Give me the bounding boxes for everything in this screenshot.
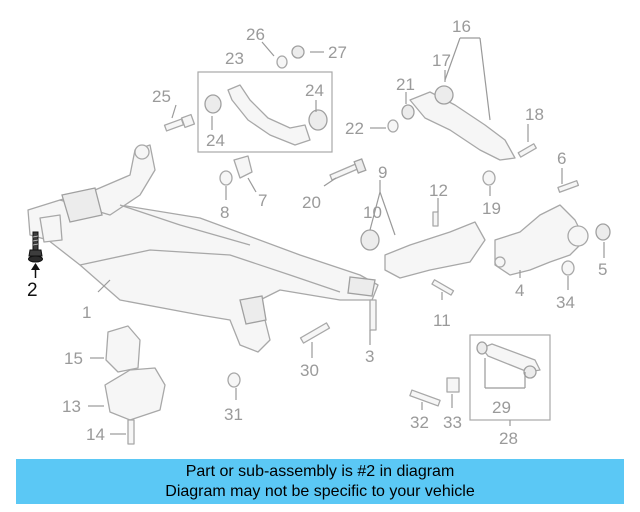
arrowhead-2	[31, 263, 40, 270]
callout-31: 31	[224, 405, 243, 424]
callout-8: 8	[220, 203, 229, 222]
info-banner: Part or sub-assembly is #2 in diagram Di…	[16, 459, 624, 504]
callout-21: 21	[396, 75, 415, 94]
group-box-23	[197, 71, 333, 153]
callout-24-left: 24	[206, 131, 225, 150]
knuckle-part-4	[494, 204, 589, 276]
callout-10: 10	[363, 203, 382, 222]
nut-part-8	[219, 170, 233, 186]
lower-arm-part-9	[360, 221, 486, 279]
bushing-part-27	[291, 45, 305, 59]
banner-line-disclaimer: Diagram may not be specific to your vehi…	[165, 482, 475, 500]
callout-11: 11	[433, 311, 451, 330]
washer-part-26	[276, 55, 288, 69]
callout-25: 25	[152, 87, 171, 106]
nut-part-31	[227, 372, 241, 388]
bolt-part-3	[369, 299, 377, 331]
banner-line-part-number: Part or sub-assembly is #2 in diagram	[185, 462, 455, 480]
callout-18: 18	[525, 105, 544, 124]
callout-3: 3	[365, 347, 374, 366]
callout-12: 12	[429, 181, 448, 200]
callout-5: 5	[598, 260, 607, 279]
callout-22: 22	[345, 119, 364, 138]
trailing-arm-part-16	[387, 85, 516, 161]
callout-33: 33	[443, 413, 462, 432]
exploded-parts-diagram: 1 2 3 4 5 6 7 8 9 10 11 12 13 14 15 16 1…	[27, 17, 611, 448]
leader-lines	[88, 37, 605, 435]
callout-30: 30	[300, 361, 319, 380]
callout-7: 7	[258, 191, 267, 210]
callout-13: 13	[62, 397, 81, 416]
bolt-part-20	[329, 158, 367, 181]
bolt-part-14	[127, 419, 135, 445]
callout-34: 34	[556, 293, 575, 312]
callout-9: 9	[378, 163, 387, 182]
bolt-part-2[interactable]	[28, 231, 43, 263]
callout-14: 14	[86, 425, 105, 444]
callout-15: 15	[64, 349, 83, 368]
subframe-part	[27, 144, 379, 353]
callout-26: 26	[246, 25, 265, 44]
bolt-part-6	[557, 180, 580, 193]
bolt-part-30	[299, 322, 331, 344]
callout-23: 23	[225, 49, 244, 68]
plate-part-33	[446, 377, 460, 393]
callout-16: 16	[452, 17, 471, 36]
callout-4: 4	[515, 281, 524, 300]
bolt-part-12	[432, 211, 439, 227]
callout-20: 20	[302, 193, 321, 212]
bushing-part-5	[595, 223, 611, 241]
mount-part-15	[105, 325, 141, 373]
callout-6: 6	[557, 149, 566, 168]
upper-arm-part	[204, 84, 328, 146]
callout-24-right: 24	[305, 81, 324, 100]
link-part-29	[476, 341, 541, 379]
bolt-part-32	[409, 389, 441, 407]
nut-part-19	[482, 170, 496, 186]
bolt-part-11	[431, 279, 455, 296]
callout-32: 32	[410, 413, 429, 432]
bolt-part-18	[517, 143, 537, 158]
callout-2-highlighted[interactable]: 2	[27, 280, 38, 301]
callout-28: 28	[499, 429, 518, 448]
callout-17: 17	[432, 51, 451, 70]
callout-1: 1	[82, 303, 91, 322]
bolt-part-25	[163, 113, 196, 132]
bracket-part-13	[104, 367, 166, 421]
callout-19: 19	[482, 199, 501, 218]
bracket-part-7	[233, 155, 253, 179]
nut-part-34	[561, 260, 575, 276]
callout-29: 29	[492, 398, 511, 417]
callout-27: 27	[328, 43, 347, 62]
